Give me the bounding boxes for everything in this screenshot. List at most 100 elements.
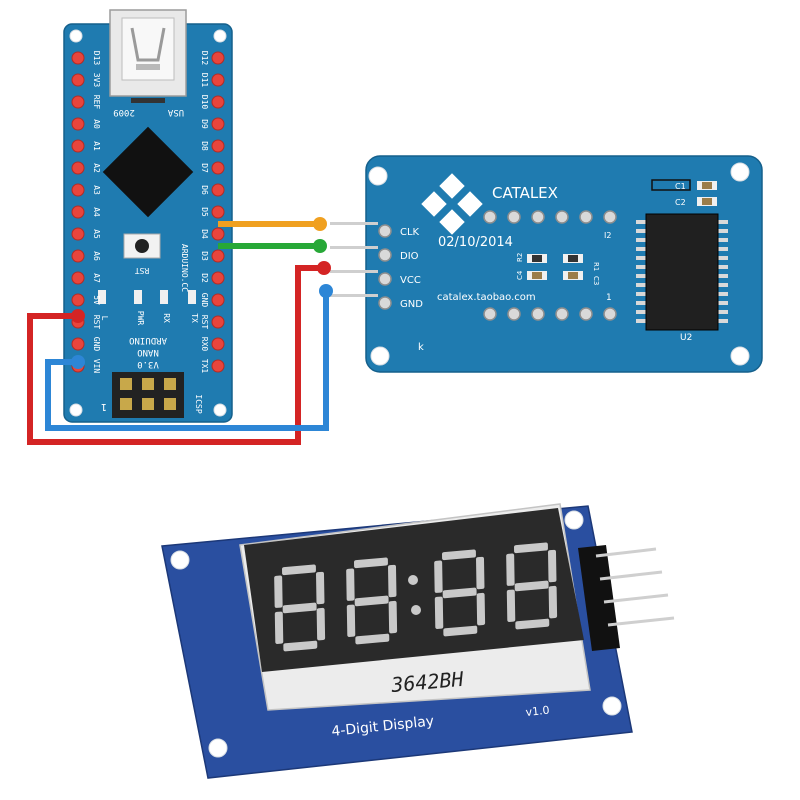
- four-digit-display-module: 3642BH 4-Digit Display v1.0: [161, 503, 675, 779]
- arduino-pad-right: [211, 271, 225, 285]
- driver-ic-pins: [636, 220, 728, 323]
- arduino-pad-right: [211, 205, 225, 219]
- wires: [27, 217, 333, 445]
- catalex-module-board: CATALEX CLK DIO VCC GND: [330, 155, 763, 373]
- arduino-pin-label-right: D9: [200, 119, 209, 129]
- ic-pin-left: [636, 283, 648, 287]
- segment: [515, 618, 550, 630]
- module-label-u2: U2: [680, 333, 692, 343]
- arduino-pin-label-left: A2: [92, 163, 101, 173]
- seven-segment-digit: [506, 542, 558, 630]
- segment: [514, 580, 549, 592]
- module-label-r1: R1: [592, 262, 600, 271]
- arduino-pad-right: [211, 161, 225, 175]
- module-smd-parts: [527, 179, 717, 280]
- module-date: 02/10/2014: [438, 235, 513, 250]
- wire-vcc: [27, 265, 324, 445]
- ic-pin-left: [636, 274, 648, 278]
- ic-pin-right: [716, 310, 728, 314]
- arduino-year: 2009: [113, 107, 135, 117]
- ic-pin-left: [636, 319, 648, 323]
- module-label-c3: C3: [592, 276, 600, 285]
- arduino-pin-label-left: A0: [92, 119, 101, 129]
- segment: [442, 549, 476, 561]
- wire-gnd-end: [319, 284, 333, 298]
- module-url: catalex.taobao.com: [437, 292, 536, 303]
- segment: [355, 633, 390, 645]
- ic-pin-right: [716, 283, 728, 287]
- arduino-pad-left: [71, 271, 85, 285]
- arduino-pad-left: [71, 249, 85, 263]
- arduino-pin-label-left: 3V3: [92, 73, 101, 88]
- arduino-pin-label-right: D8: [200, 141, 209, 151]
- arduino-pin-label-left: A7: [92, 273, 101, 283]
- arduino-pad-left: [71, 117, 85, 131]
- segment: [316, 607, 326, 641]
- ic-pin-right: [716, 274, 728, 278]
- arduino-model-line-1: ARDUINO: [129, 335, 167, 345]
- segment: [434, 560, 443, 593]
- colon-dot-top: [408, 575, 418, 585]
- wire-clk-end: [313, 217, 327, 231]
- ic-pin-left: [636, 310, 648, 314]
- segment: [282, 564, 316, 576]
- ic-pin-right: [716, 292, 728, 296]
- arduino-pad-right: [211, 183, 225, 197]
- module-pin-dio: DIO: [400, 251, 419, 262]
- segment: [282, 602, 317, 614]
- arduino-pad-right: [211, 227, 225, 241]
- arduino-pin-label-left: VIN: [92, 359, 101, 374]
- arduino-pin-label-right: GND: [200, 293, 209, 308]
- arduino-pin-label-left: A1: [92, 141, 101, 151]
- ic-pin-left: [636, 301, 648, 305]
- arduino-pin-label-left: RST: [92, 315, 101, 330]
- seven-segment-digit: [434, 549, 486, 637]
- arduino-pin-label-right: TX1: [200, 359, 209, 374]
- ic-pin-left: [636, 238, 648, 242]
- ic-pin-left: [636, 247, 648, 251]
- reset-button[interactable]: [123, 233, 161, 259]
- arduino-pin-label-right: D4: [200, 229, 209, 239]
- module-header-pins: [330, 222, 392, 310]
- segment: [274, 575, 283, 608]
- module-label-c1: C1: [675, 182, 686, 191]
- arduino-pad-left: [71, 227, 85, 241]
- arduino-model-line-2: NANO: [137, 347, 159, 357]
- ic-pin-right: [716, 265, 728, 269]
- seven-segment-digit: [274, 564, 326, 652]
- arduino-led-label-pwr: PWR: [136, 311, 145, 326]
- wire-vcc-start: [71, 309, 85, 323]
- arduino-pad-left: [71, 51, 85, 65]
- arduino-pin-label-right: D11: [200, 73, 209, 88]
- arduino-icsp-label: ICSP: [194, 394, 203, 413]
- arduino-pin-label-right: RX0: [200, 337, 209, 352]
- arduino-pad-left: [71, 293, 85, 307]
- arduino-pad-left: [71, 73, 85, 87]
- segment: [442, 587, 477, 599]
- segment: [476, 592, 486, 626]
- arduino-pad-left: [71, 183, 85, 197]
- display-version: v1.0: [525, 704, 550, 719]
- ic-pin-right: [716, 319, 728, 323]
- arduino-pad-right: [211, 73, 225, 87]
- arduino-pin-label-right: D7: [200, 163, 209, 173]
- microcontroller-chip: [102, 126, 194, 218]
- segment: [548, 585, 558, 619]
- ic-pin-right: [716, 256, 728, 260]
- ic-pin-left: [636, 256, 648, 260]
- arduino-pad-left: [71, 205, 85, 219]
- arduino-brand: ARDUINO.CC: [180, 244, 189, 292]
- segment: [476, 556, 485, 590]
- segment: [443, 625, 478, 637]
- arduino-pin-label-left: GND: [92, 337, 101, 352]
- arduino-pad-right: [211, 95, 225, 109]
- arduino-pin-label-left: A6: [92, 251, 101, 261]
- ic-pin-right: [716, 220, 728, 224]
- arduino-pin-label-right: D3: [200, 251, 209, 261]
- arduino-pad-left: [71, 95, 85, 109]
- arduino-pad-right: [211, 249, 225, 263]
- segment: [388, 600, 398, 634]
- arduino-pad-right: [211, 337, 225, 351]
- module-pin-vcc: VCC: [400, 275, 421, 286]
